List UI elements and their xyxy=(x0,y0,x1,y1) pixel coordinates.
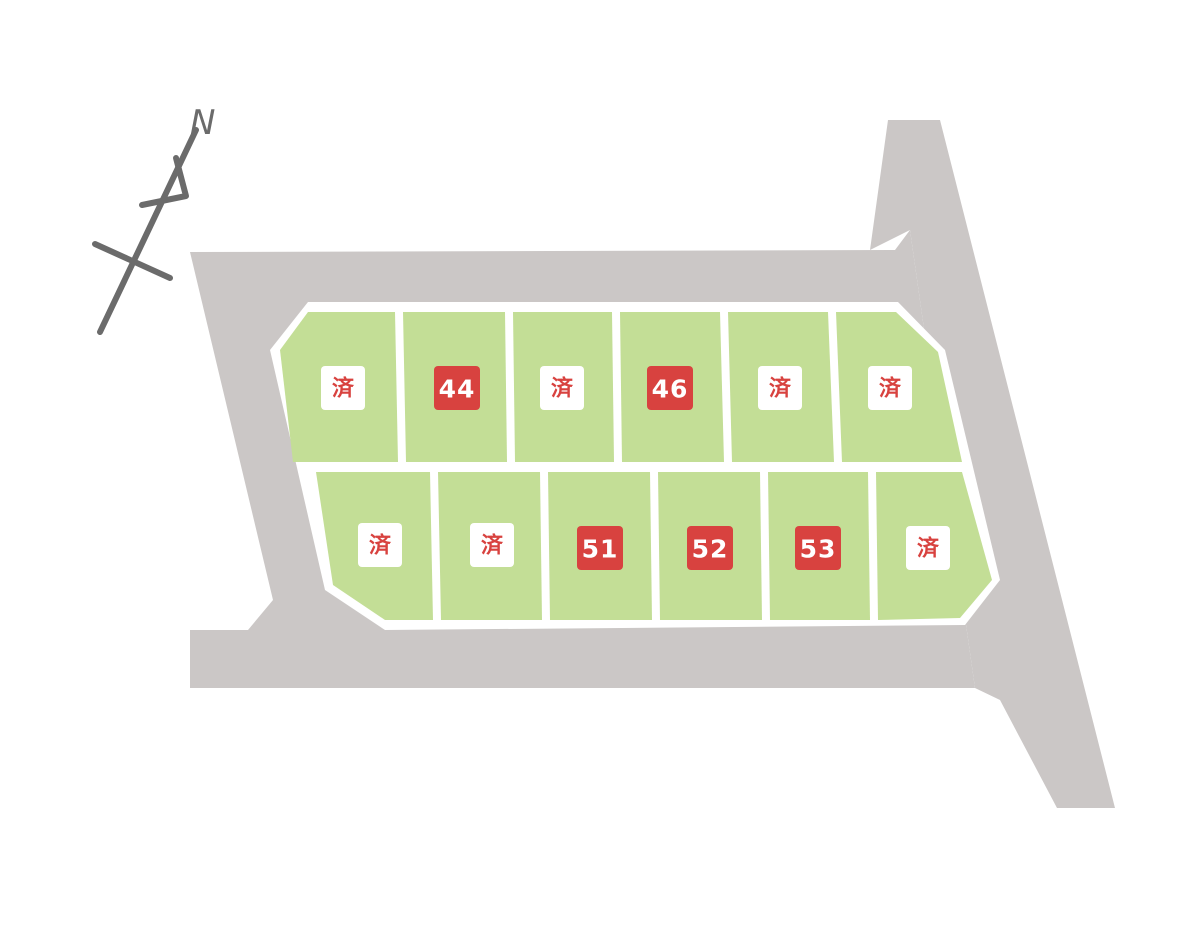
lot-available-badge xyxy=(647,366,693,410)
lot-sold-badge xyxy=(321,366,365,410)
lot-sold-badge xyxy=(470,523,514,567)
top-row-lot-2[interactable]: 44 xyxy=(403,312,507,462)
lot-sold-badge xyxy=(358,523,402,567)
lot-available-badge xyxy=(577,526,623,570)
bottom-row-lot-2[interactable]: 済 xyxy=(438,472,542,620)
compass-arrow-shaft xyxy=(97,127,199,335)
top-row-lot-1[interactable]: 済 xyxy=(280,312,398,462)
lot-available-badge xyxy=(687,526,733,570)
compass-arrow-head xyxy=(139,155,189,208)
compass-north-label: N xyxy=(190,103,215,143)
lot-label: 済 xyxy=(769,376,792,402)
bottom-row-lot-1[interactable]: 済 xyxy=(316,472,433,620)
lot-label: 済 xyxy=(481,533,504,559)
lots-top-row: 済 44 済 46 済 済 xyxy=(280,312,962,462)
lot-label: 51 xyxy=(582,535,619,564)
lot-label: 済 xyxy=(369,533,392,559)
compass-cross-bar xyxy=(92,241,173,281)
lot-sold-badge xyxy=(868,366,912,410)
road-east xyxy=(870,120,1115,808)
lot-available-badge xyxy=(795,526,841,570)
lot-label: 46 xyxy=(652,375,689,404)
top-row-lot-5[interactable]: 済 xyxy=(728,312,834,462)
lot-available-badge xyxy=(434,366,480,410)
lot-sold-badge xyxy=(906,526,950,570)
lot-label: 44 xyxy=(439,375,476,404)
lot-label: 済 xyxy=(332,376,355,402)
compass: N xyxy=(92,103,215,335)
lot-label: 済 xyxy=(917,536,940,562)
bottom-row-lot-6[interactable]: 済 xyxy=(876,472,992,620)
lot-label: 52 xyxy=(692,535,729,564)
lot-label: 済 xyxy=(879,376,902,402)
bottom-row-lot-5[interactable]: 53 xyxy=(768,472,870,620)
lot-sold-badge xyxy=(540,366,584,410)
top-row-lot-3[interactable]: 済 xyxy=(513,312,614,462)
bottom-row-lot-3[interactable]: 51 xyxy=(548,472,652,620)
top-row-lot-4[interactable]: 46 xyxy=(620,312,724,462)
bottom-row-lot-4[interactable]: 52 xyxy=(658,472,762,620)
lot-label: 53 xyxy=(800,535,837,564)
top-row-lot-6[interactable]: 済 xyxy=(836,312,962,462)
lot-label: 済 xyxy=(551,376,574,402)
lots-bottom-row: 済 済 51 52 53 済 xyxy=(316,472,992,620)
lot-sold-badge xyxy=(758,366,802,410)
